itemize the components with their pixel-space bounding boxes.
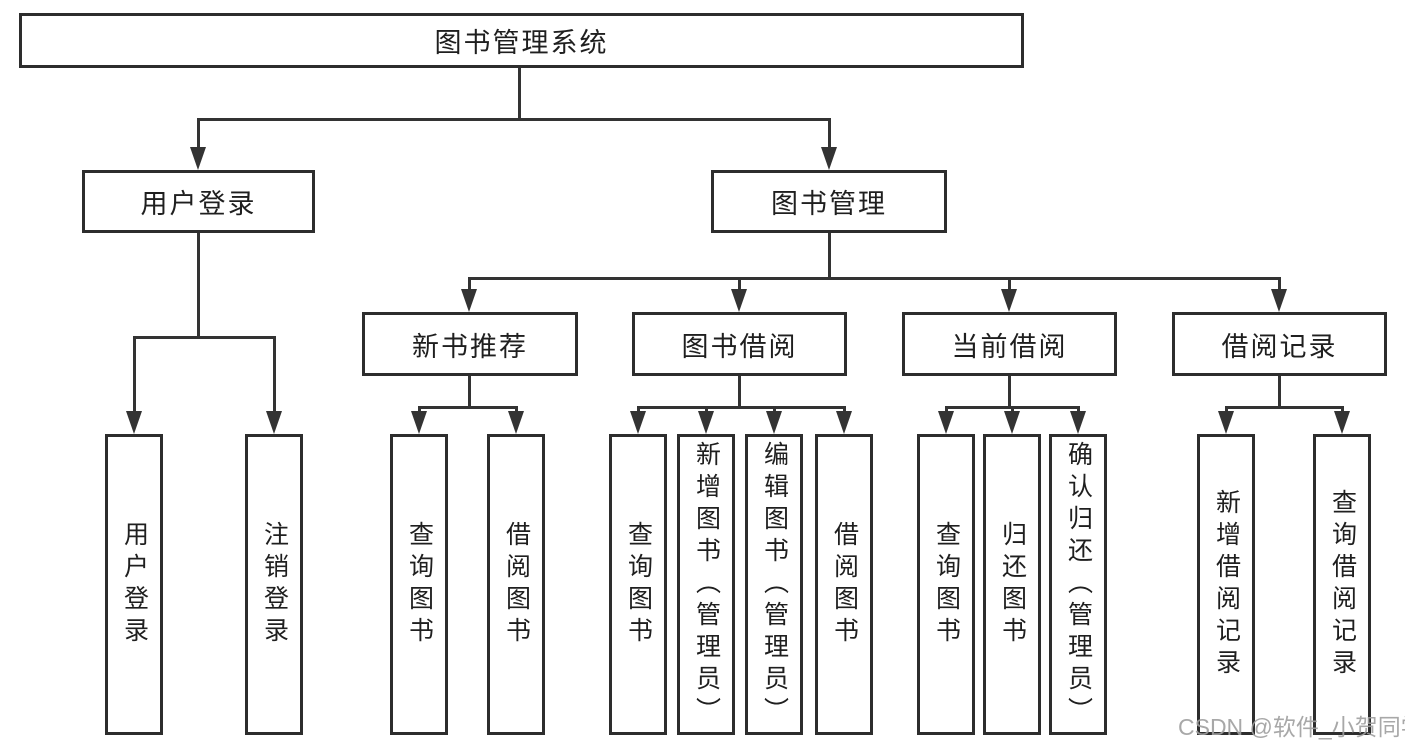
- leaf-query-books-recommend: 查询图书: [390, 434, 448, 735]
- connector-stem-leaf: [945, 406, 948, 414]
- leaf-query-books-recommend-label: 查询图书: [405, 520, 434, 649]
- arrow-down-icon: [126, 411, 142, 434]
- arrow-down-icon: [698, 411, 714, 434]
- connector-stem-l3-current: [1008, 277, 1011, 291]
- connector-user-login-down: [197, 233, 200, 338]
- connector-borrowing-down: [738, 376, 741, 408]
- node-book-borrowing: 图书借阅: [632, 312, 847, 376]
- connector-stem-l3-recommend: [468, 277, 471, 291]
- leaf-borrow-books-borrowing: 借阅图书: [815, 434, 873, 735]
- connector-rail-records: [1225, 406, 1344, 409]
- connector-stem-leaf: [1077, 406, 1080, 414]
- arrow-down-icon: [411, 411, 427, 434]
- arrow-down-icon: [1271, 289, 1287, 312]
- node-user-login: 用户登录: [82, 170, 315, 233]
- leaf-add-book-admin-label: 新增图书（管理员）: [692, 440, 721, 729]
- node-user-login-label: 用户登录: [140, 189, 257, 219]
- connector-root-stem: [518, 68, 521, 120]
- connector-stem-book-management: [828, 118, 831, 150]
- leaf-logout-label: 注销登录: [260, 520, 289, 649]
- connector-stem-leaf: [418, 406, 421, 414]
- connector-rail-user-login: [133, 336, 276, 339]
- leaf-edit-book-admin-label: 编辑图书（管理员）: [760, 440, 789, 729]
- node-new-book-recommend-label: 新书推荐: [412, 331, 528, 362]
- arrow-down-icon: [190, 147, 206, 170]
- connector-rail-current: [945, 406, 1080, 409]
- node-borrow-records: 借阅记录: [1172, 312, 1387, 376]
- leaf-logout: 注销登录: [245, 434, 303, 735]
- arrow-down-icon: [1070, 411, 1086, 434]
- arrow-down-icon: [1001, 289, 1017, 312]
- leaf-query-books-borrowing: 查询图书: [609, 434, 667, 735]
- leaf-edit-book-admin: 编辑图书（管理员）: [745, 434, 803, 735]
- connector-stem-leaf: [1341, 406, 1344, 414]
- connector-rail-level3: [468, 277, 1281, 280]
- arrow-down-icon: [630, 411, 646, 434]
- leaf-add-borrow-record-label: 新增借阅记录: [1212, 488, 1241, 681]
- node-current-borrowing: 当前借阅: [902, 312, 1117, 376]
- leaf-query-borrow-record-label: 查询借阅记录: [1328, 488, 1357, 681]
- arrow-down-icon: [461, 289, 477, 312]
- connector-stem-l3-records: [1278, 277, 1281, 291]
- connector-stem-leaf: [637, 406, 640, 414]
- connector-book-management-down: [828, 233, 831, 279]
- arrow-down-icon: [731, 289, 747, 312]
- node-root: 图书管理系统: [19, 13, 1024, 68]
- connector-stem-leaf: [705, 406, 708, 414]
- node-book-management: 图书管理: [711, 170, 947, 233]
- node-root-label: 图书管理系统: [434, 28, 609, 58]
- connector-stem-leaf: [843, 406, 846, 414]
- connector-records-down: [1278, 376, 1281, 408]
- connector-rail-recommend: [418, 406, 518, 409]
- leaf-user-login: 用户登录: [105, 434, 163, 735]
- leaf-borrow-books-borrowing-label: 借阅图书: [830, 520, 859, 649]
- leaf-user-login-label: 用户登录: [120, 520, 149, 649]
- leaf-confirm-return-admin: 确认归还（管理员）: [1049, 434, 1107, 735]
- arrow-down-icon: [821, 147, 837, 170]
- node-book-borrowing-label: 图书借阅: [681, 331, 798, 362]
- connector-rail-level2: [197, 118, 831, 121]
- node-current-borrowing-label: 当前借阅: [951, 331, 1068, 362]
- connector-stem-leaf: [1011, 406, 1014, 414]
- leaf-borrow-books-recommend: 借阅图书: [487, 434, 545, 735]
- node-borrow-records-label: 借阅记录: [1221, 331, 1338, 362]
- connector-recommend-down: [468, 376, 471, 408]
- leaf-add-book-admin: 新增图书（管理员）: [677, 434, 735, 735]
- leaf-query-books-current: 查询图书: [917, 434, 975, 735]
- arrow-down-icon: [1004, 411, 1020, 434]
- connector-current-down: [1008, 376, 1011, 408]
- node-new-book-recommend: 新书推荐: [362, 312, 578, 376]
- connector-stem-leaf-logout: [273, 336, 276, 414]
- connector-rail-borrowing: [637, 406, 846, 409]
- leaf-return-books: 归还图书: [983, 434, 1041, 735]
- connector-stem-leaf-user-login: [133, 336, 136, 414]
- connector-stem-leaf: [773, 406, 776, 414]
- leaf-return-books-label: 归还图书: [998, 520, 1027, 649]
- leaf-query-books-current-label: 查询图书: [932, 520, 961, 649]
- node-book-management-label: 图书管理: [771, 189, 887, 219]
- arrow-down-icon: [1334, 411, 1350, 434]
- leaf-add-borrow-record: 新增借阅记录: [1197, 434, 1255, 735]
- leaf-borrow-books-recommend-label: 借阅图书: [502, 520, 531, 649]
- connector-stem-leaf: [515, 406, 518, 414]
- arrow-down-icon: [938, 411, 954, 434]
- arrow-down-icon: [1218, 411, 1234, 434]
- arrow-down-icon: [836, 411, 852, 434]
- connector-stem-leaf: [1225, 406, 1228, 414]
- arrow-down-icon: [266, 411, 282, 434]
- connector-stem-user-login: [197, 118, 200, 150]
- arrow-down-icon: [766, 411, 782, 434]
- leaf-query-books-borrowing-label: 查询图书: [624, 520, 653, 649]
- leaf-confirm-return-admin-label: 确认归还（管理员）: [1064, 440, 1093, 729]
- arrow-down-icon: [508, 411, 524, 434]
- leaf-query-borrow-record: 查询借阅记录: [1313, 434, 1371, 735]
- connector-stem-l3-borrowing: [738, 277, 741, 291]
- csdn-watermark: CSDN @软件_小贺同学: [1178, 714, 1405, 740]
